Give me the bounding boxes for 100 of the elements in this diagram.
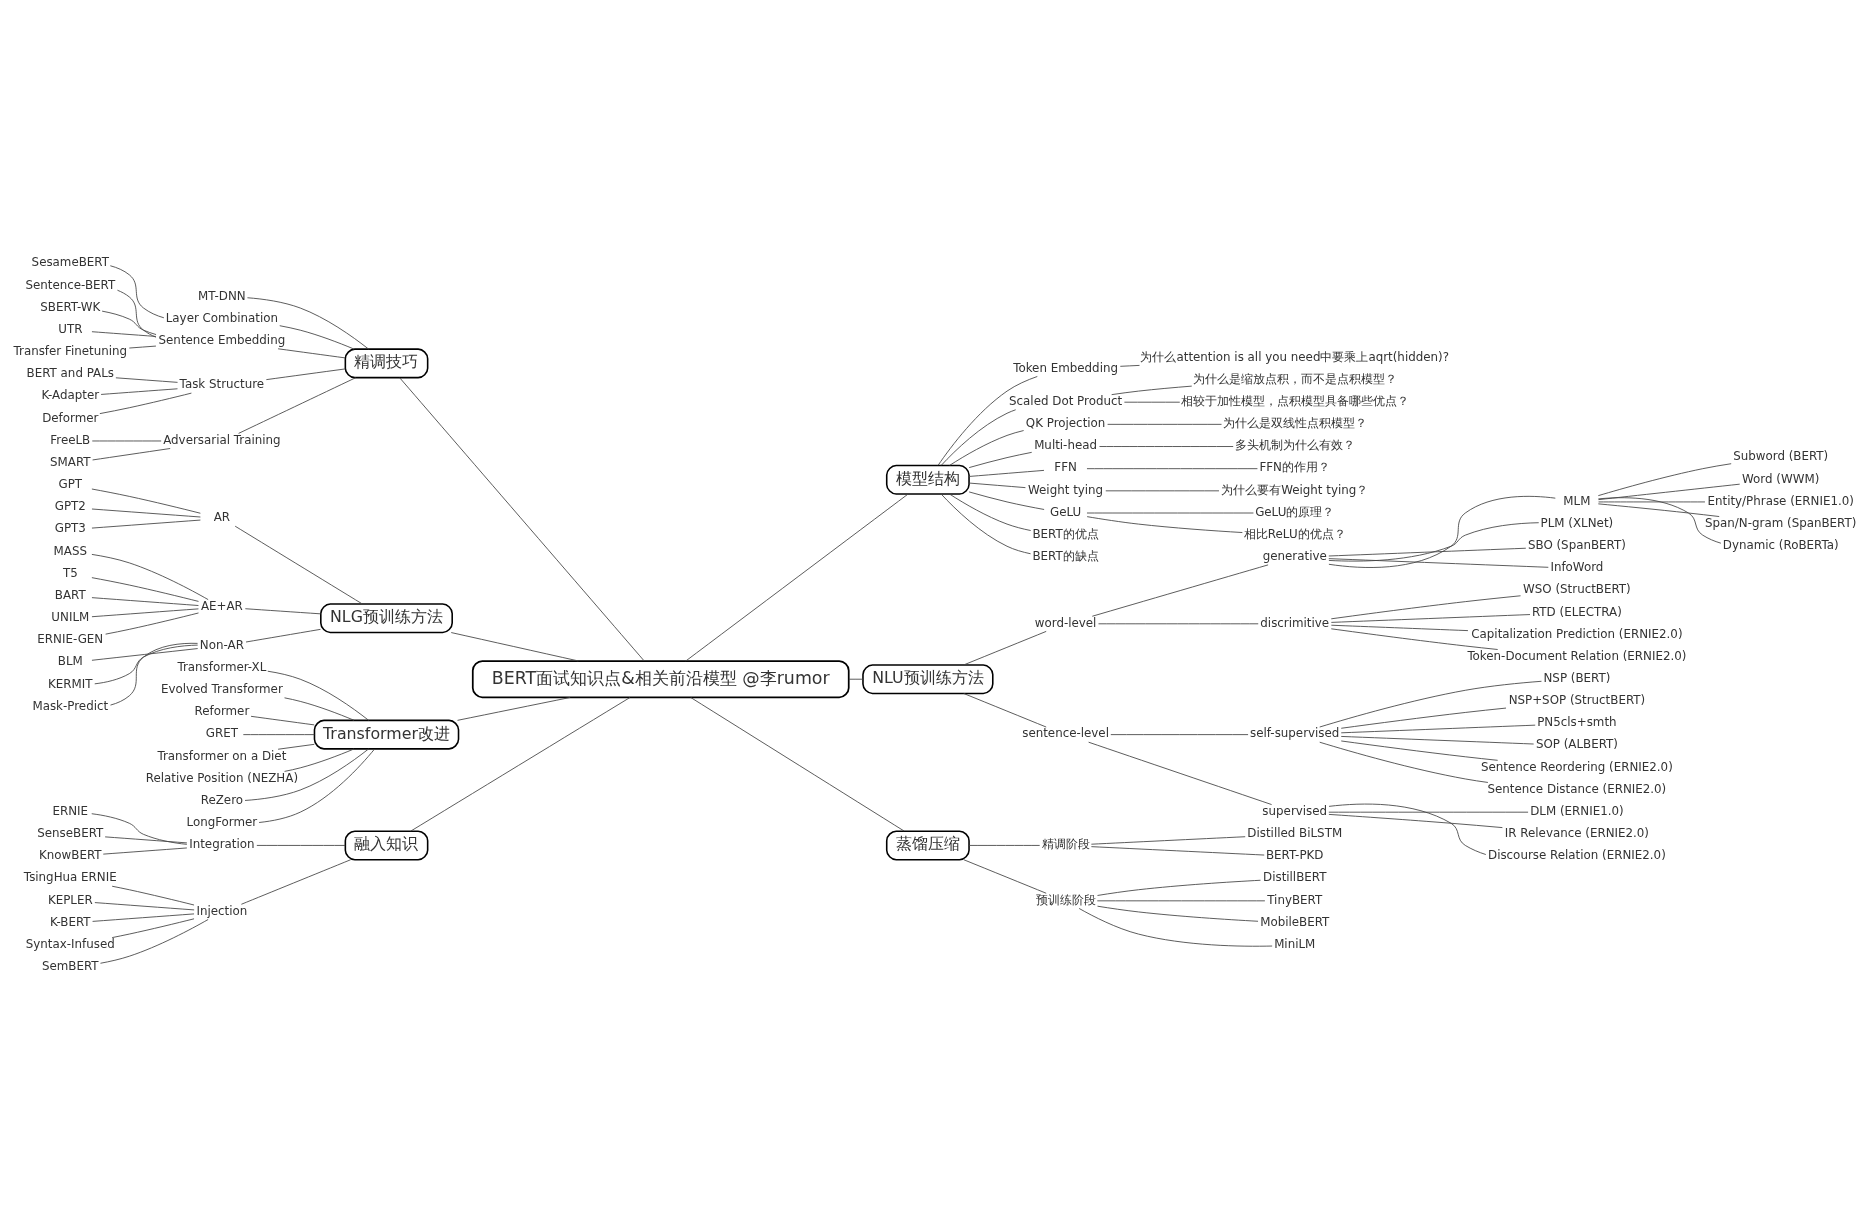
node-text: NSP (BERT)	[1543, 670, 1611, 685]
node-box: 模型结构	[885, 464, 970, 495]
node-text: Non-AR	[199, 637, 244, 652]
connector	[111, 885, 195, 905]
node-box: 融入知识	[344, 829, 429, 860]
connector	[1098, 622, 1259, 624]
node-box: 蒸馏压缩	[885, 829, 970, 860]
node-text: Transformer on a Diet	[157, 748, 287, 763]
node-text: KnowBERT	[39, 847, 102, 862]
connector	[277, 743, 315, 750]
node-text: Span/N-gram (SpanBERT)	[1705, 515, 1857, 530]
node-text: GRET	[205, 725, 238, 740]
node-text: 为什么要有Weight tying？	[1221, 482, 1369, 497]
connector	[99, 392, 192, 414]
node-box: NLU预训练方法	[862, 663, 994, 694]
node-text: T5	[62, 565, 78, 580]
node-text: GeLU	[1050, 504, 1082, 519]
node-text: Token Embedding	[1013, 360, 1118, 375]
node-box: NLG预训练方法	[320, 602, 453, 633]
connector	[1091, 563, 1269, 617]
node-text: Deformer	[42, 410, 99, 425]
connector	[1088, 741, 1273, 805]
node-text: LongFormer	[186, 814, 258, 829]
node-text: self-supervised	[1250, 725, 1340, 740]
node-text: Evolved Transformer	[160, 681, 283, 696]
node-text: 相比ReLU的优点？	[1243, 526, 1346, 541]
node-text: Layer Combination	[165, 310, 278, 325]
node-text: 预训练阶段	[1035, 892, 1096, 907]
connector	[949, 429, 1025, 466]
connector	[848, 678, 864, 680]
node-text: Sentence-BERT	[25, 277, 116, 292]
connector	[91, 576, 199, 602]
connector	[277, 347, 346, 358]
connector	[92, 912, 195, 922]
node-text: ReZero	[200, 792, 244, 807]
node-box: BERT面试知识点&相关前沿模型 @李rumor	[471, 659, 850, 698]
connector	[1099, 445, 1234, 447]
node-text: SesameBERT	[31, 254, 109, 269]
connector	[937, 375, 1038, 466]
node-text: PLM (XLNet)	[1540, 515, 1614, 530]
node-text: Sentence Embedding	[158, 332, 286, 347]
connector	[1330, 624, 1469, 631]
connector	[111, 917, 195, 938]
node-text: Integration	[189, 836, 255, 851]
connector	[91, 519, 201, 528]
connector	[690, 696, 905, 831]
connector	[244, 748, 370, 801]
node-text: FFN的作用？	[1259, 459, 1330, 474]
connector	[109, 264, 165, 318]
connector	[949, 493, 1032, 531]
connector	[91, 330, 157, 337]
connector	[91, 812, 188, 845]
connector	[1111, 385, 1193, 395]
connector	[1340, 735, 1535, 744]
node-text: UNILM	[51, 609, 90, 624]
node-text: K-BERT	[49, 914, 91, 929]
connector	[1119, 364, 1140, 367]
connector	[1110, 733, 1249, 735]
connector	[968, 469, 1045, 477]
connector	[1078, 907, 1273, 947]
node-text: Transformer-XL	[177, 659, 267, 674]
node-text: MiniLM	[1274, 936, 1316, 951]
connector	[1328, 495, 1556, 568]
connector	[250, 715, 315, 725]
connector	[1328, 557, 1549, 568]
connector	[1090, 835, 1246, 845]
node-text: generative	[1262, 548, 1327, 563]
connector	[91, 553, 209, 600]
node-box: Transformer改进	[313, 719, 460, 750]
connector	[1340, 707, 1507, 729]
node-text: Injection	[196, 903, 248, 918]
connector	[94, 901, 195, 910]
connector	[1328, 521, 1540, 562]
connector	[110, 642, 198, 705]
connector	[247, 296, 370, 350]
node-text: AR	[213, 509, 231, 524]
node-text: Discourse Relation (ERNIE2.0)	[1488, 847, 1666, 862]
connector	[968, 844, 1041, 846]
node-text: word-level	[1034, 615, 1097, 630]
connector	[1330, 613, 1531, 623]
connector	[265, 367, 346, 380]
node-text: QK Projection	[1025, 415, 1106, 430]
node-text: ERNIE-GEN	[37, 631, 104, 646]
connector	[1597, 496, 1722, 544]
node-text: Mask-Predict	[32, 698, 109, 713]
node-text: ERNIE	[52, 803, 89, 818]
connector	[104, 835, 188, 843]
node-text: MT-DNN	[198, 288, 246, 303]
connector	[1340, 740, 1499, 761]
connector	[1086, 467, 1258, 469]
node-text: NSP+SOP (StructBERT)	[1508, 692, 1646, 707]
connector	[410, 696, 631, 832]
connector	[1330, 627, 1499, 650]
connector	[267, 670, 370, 721]
node-text: Weight tying	[1028, 482, 1104, 497]
node-text: GeLU的原理？	[1255, 504, 1335, 519]
node-text: Word (WWM)	[1742, 471, 1820, 486]
connector	[1107, 423, 1222, 425]
connector	[279, 324, 355, 350]
connector	[968, 491, 1045, 510]
